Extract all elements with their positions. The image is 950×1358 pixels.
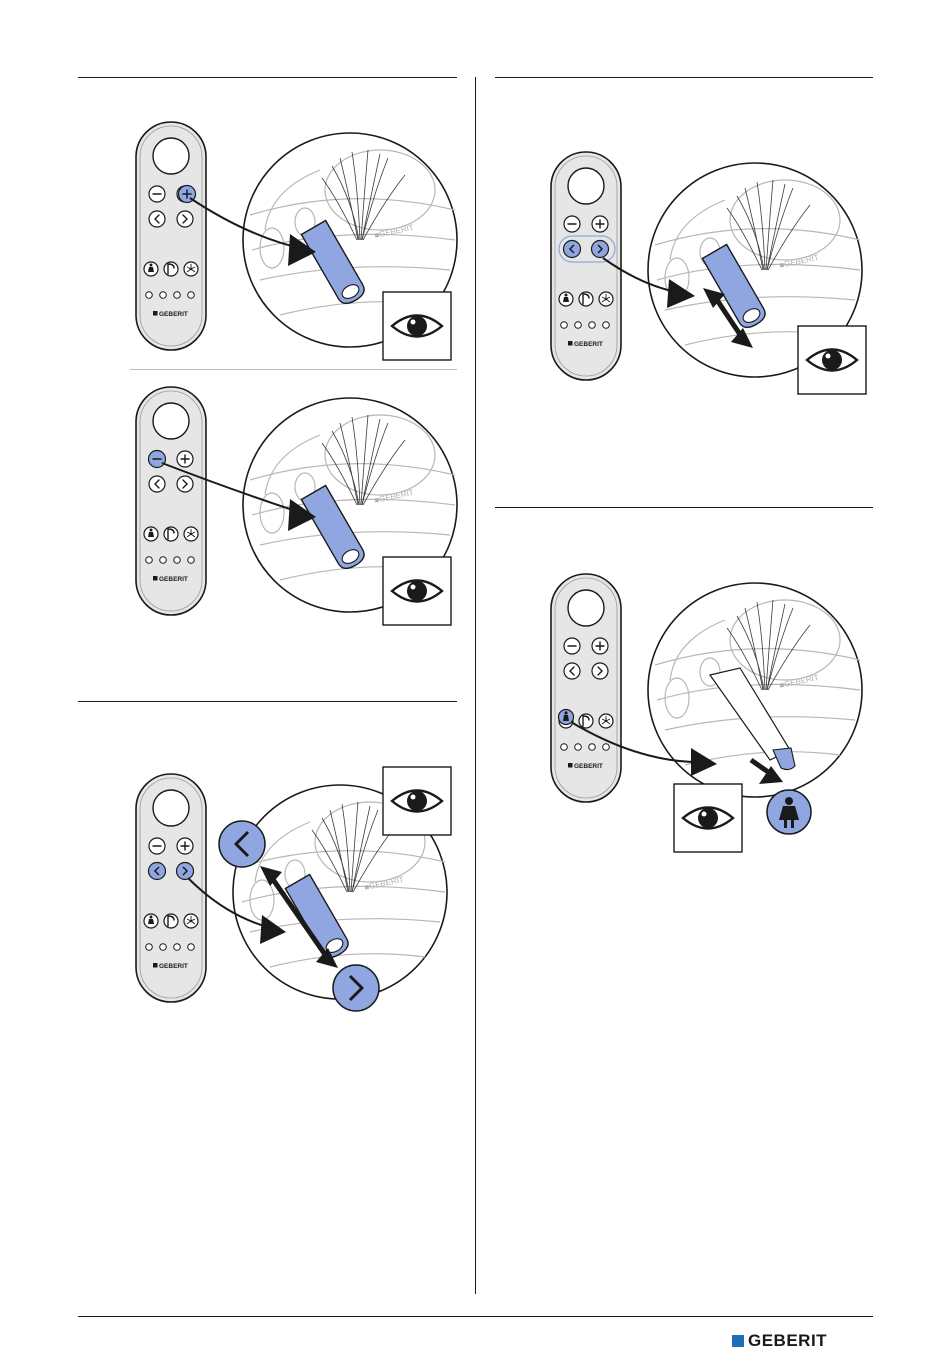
remote-control — [551, 152, 621, 380]
remote-control — [136, 387, 206, 615]
left-button-highlight — [149, 863, 166, 880]
section-divider — [495, 507, 873, 508]
figure-spray-position-adjust-right-panel — [545, 148, 875, 398]
column-divider — [475, 77, 476, 1294]
section-divider — [78, 77, 457, 78]
footer-rule — [78, 1316, 873, 1317]
figure-lady-shower — [545, 570, 875, 860]
section-divider — [495, 77, 873, 78]
logo-wordmark: GEBERIT — [748, 1331, 827, 1351]
section-divider — [78, 701, 457, 702]
right-button-highlight — [177, 863, 194, 880]
chevron-right-icon — [333, 965, 379, 1011]
remote-control — [136, 122, 206, 350]
remote-control — [136, 774, 206, 1002]
left-button-highlight — [564, 241, 581, 258]
logo-square-icon — [732, 1335, 744, 1347]
right-button-highlight — [592, 241, 609, 258]
remote-control — [551, 574, 621, 802]
eye-icon — [674, 784, 742, 852]
eye-icon — [383, 557, 451, 625]
step-divider — [130, 369, 457, 370]
chevron-left-icon — [219, 821, 265, 867]
eye-icon — [383, 292, 451, 360]
figure-spray-position-adjust-left-panel — [130, 760, 460, 1020]
figure-spray-intensity-decrease — [130, 383, 460, 633]
lady-icon — [767, 790, 811, 834]
eye-icon — [798, 326, 866, 394]
eye-icon — [383, 767, 451, 835]
footer-logo: GEBERIT — [732, 1331, 827, 1351]
figure-spray-intensity-increase — [130, 118, 460, 368]
